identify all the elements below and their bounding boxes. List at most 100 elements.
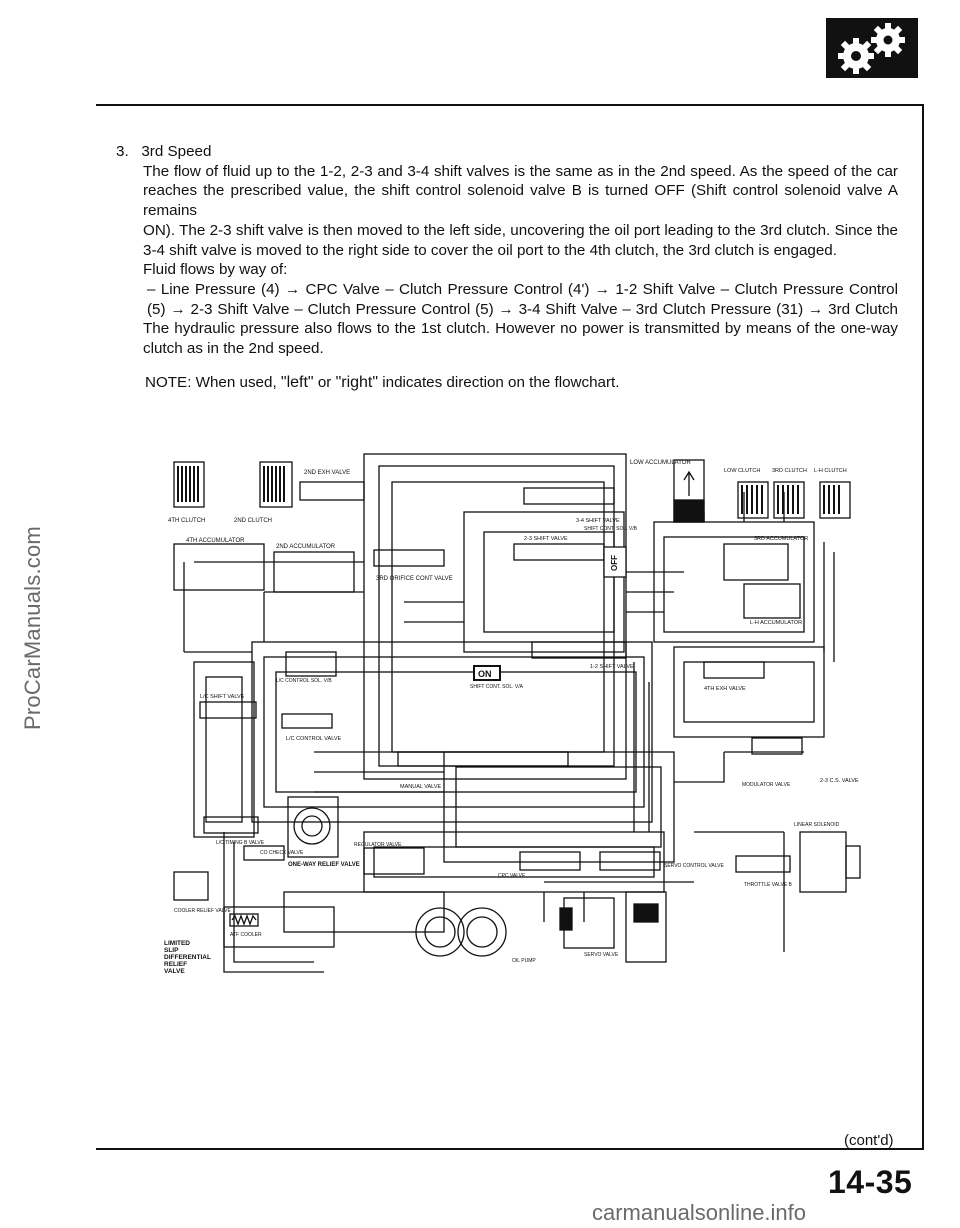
cpc-valve (519, 851, 581, 871)
servo-valve (559, 897, 615, 949)
page-number: 14-35 (828, 1164, 913, 1200)
bottom-watermark: carmanualsonline.info (592, 1200, 807, 1225)
section-text: 3. 3rd Speed The flow of fluid up to the… (116, 142, 898, 392)
servo-control-valve-label: SERVO CONTROL VALVE (664, 863, 724, 869)
cooler-check-valve-label: CO CHECK VALVE (260, 850, 304, 856)
section-title: 3rd Speed (141, 143, 212, 160)
shift-cont-sol-a-label: SHIFT CONT. SOL. V/A (470, 684, 524, 690)
continued-label: (cont'd) (844, 1132, 894, 1149)
on-label: ON (478, 669, 492, 679)
manual-valve (397, 751, 569, 767)
low-clutch (737, 481, 769, 519)
lh-clutch (819, 481, 851, 519)
note-right: "right" (335, 373, 379, 391)
hydraulic-lines (183, 453, 835, 973)
shift-valve-34-label: 3-4 SHIFT VALVE (576, 518, 620, 524)
fourth-exh-valve (703, 661, 765, 679)
lh-accumulator-label: L-H ACCUMULATOR (750, 620, 802, 626)
lc-timing-valve-label: L/C TIMING B VALVE (216, 840, 265, 846)
lc-control-valve (281, 713, 333, 729)
servo-control-valve (599, 851, 661, 871)
off-label: OFF (610, 555, 619, 571)
low-accumulator (673, 459, 705, 523)
section-number: 3. (116, 143, 129, 160)
limited-slip-label: LIMITED SLIP DIFFERENTIAL RELIEF VALVE (164, 940, 211, 974)
second-exh-valve-label: 2ND EXH VALVE (304, 470, 350, 476)
third-orifice-valve-label: 3RD ORIFICE CONT VALVE (376, 576, 453, 582)
lc-shift-valve (199, 701, 257, 719)
solenoid-a-on: ON (473, 665, 501, 681)
linear-solenoid (799, 831, 861, 893)
fourth-accumulator (173, 543, 265, 591)
throttle-valve-label: THROTTLE VALVE B (744, 882, 793, 888)
lc-control-valve-label: L/C CONTROL VALVE (286, 736, 342, 742)
cs-valve-label: 2-3 C.S. VALVE (820, 778, 859, 784)
top-rule (96, 104, 924, 106)
paragraph-line: ON). The 2-3 shift valve is then moved t… (143, 221, 898, 239)
shift-cont-sol-b-label: SHIFT CONT. SOL. V/B (584, 526, 638, 532)
note-or: or (313, 373, 336, 391)
fourth-clutch (173, 461, 205, 508)
modulator-valve-label: MODULATOR VALVE (742, 782, 791, 788)
shift-valve-23 (513, 543, 605, 561)
second-clutch (259, 461, 293, 508)
third-clutch (773, 481, 805, 519)
low-clutch-label: LOW CLUTCH (724, 468, 760, 474)
section-heading: 3. 3rd Speed (116, 142, 898, 162)
atf-cooler-label: ATF COOLER (230, 932, 262, 938)
one-way-relief-label: ONE-WAY RELIEF VALVE (288, 862, 360, 868)
limited-slip-label-wrap: LIMITED SLIP DIFFERENTIAL RELIEF VALVE (164, 940, 211, 974)
note-suffix: indicates direction on the flowchart. (378, 373, 620, 391)
side-watermark: ProCarManuals.com (20, 526, 45, 730)
second-accumulator-label: 2ND ACCUMULATOR (276, 544, 336, 550)
note-left: "left" (280, 373, 314, 391)
lc-timing-valve (203, 816, 259, 834)
linear-solenoid-label: LINEAR SOLENOID (794, 822, 840, 828)
gears-logo-graphic (838, 23, 905, 74)
shift-valve-12-label: 1-2 SHIFT VALVE (590, 664, 634, 670)
second-accumulator (273, 551, 355, 593)
hydraulic-flowchart: 4TH CLUTCH 2ND CLUTCH 4TH ACCUMULATOR 2N… (164, 453, 861, 974)
fourth-clutch-label: 4TH CLUTCH (168, 518, 205, 524)
lh-clutch-label: L-H CLUTCH (814, 468, 847, 474)
paragraph-line: reaches the prescribed value, the shift … (143, 182, 898, 220)
lc-control-solenoid (285, 651, 337, 677)
lh-accumulator (743, 583, 801, 619)
lc-shift-valve-label: L/C SHIFT VALVE (200, 694, 245, 700)
right-rule (922, 104, 924, 1150)
third-accumulator (723, 543, 789, 581)
bottom-rule (96, 1148, 924, 1150)
regulator-valve (363, 847, 425, 875)
second-clutch-label: 2ND CLUTCH (234, 518, 272, 524)
throttle-valve (735, 855, 791, 873)
note-prefix: NOTE: When used, (145, 373, 281, 391)
cooler-relief-valve (173, 871, 209, 901)
low-accumulator-label: LOW ACCUMULATOR (630, 460, 691, 466)
cpc-valve-label: CPC VALVE (498, 873, 526, 879)
flow-line: – Line Pressure (4) → CPC Valve – Clutch… (147, 280, 898, 298)
paragraph-line: 3-4 shift valve is moved to the right si… (143, 241, 837, 259)
regulator-assembly (287, 796, 339, 858)
solenoid-b-off: OFF (603, 546, 627, 578)
cooler-relief-label: COOLER RELIEF VALVE (174, 908, 231, 914)
servo-piston (625, 891, 667, 963)
modulator-valve (751, 737, 803, 755)
regulator-valve-label: REGULATOR VALVE (354, 842, 402, 848)
closing-line: The hydraulic pressure also flows to the… (143, 320, 898, 338)
servo-valve-label: SERVO VALVE (584, 952, 619, 958)
lc-control-sol-label: L/C CONTROL SOL. V/B (276, 678, 332, 684)
third-accumulator-label: 3RD ACCUMULATOR (754, 536, 808, 542)
oil-pump-label: OIL PUMP (512, 958, 536, 964)
shift-valve-23-label: 2-3 SHIFT VALVE (524, 536, 568, 542)
third-clutch-label: 3RD CLUTCH (772, 468, 807, 474)
note: NOTE: When used, "left" or "right" indic… (116, 373, 898, 393)
third-orifice-valve (373, 549, 445, 567)
second-exh-valve (299, 481, 365, 501)
fourth-exh-valve-label: 4TH EXH VALVE (704, 686, 746, 692)
flow-intro: Fluid flows by way of: (143, 261, 288, 279)
gears-icon (826, 18, 918, 78)
flow-line: (5) → 2-3 Shift Valve – Clutch Pressure … (147, 300, 898, 318)
shift-valve-34 (523, 487, 615, 505)
fourth-accumulator-label: 4TH ACCUMULATOR (186, 538, 245, 544)
paragraph-line: The flow of fluid up to the 1-2, 2-3 and… (143, 162, 898, 180)
